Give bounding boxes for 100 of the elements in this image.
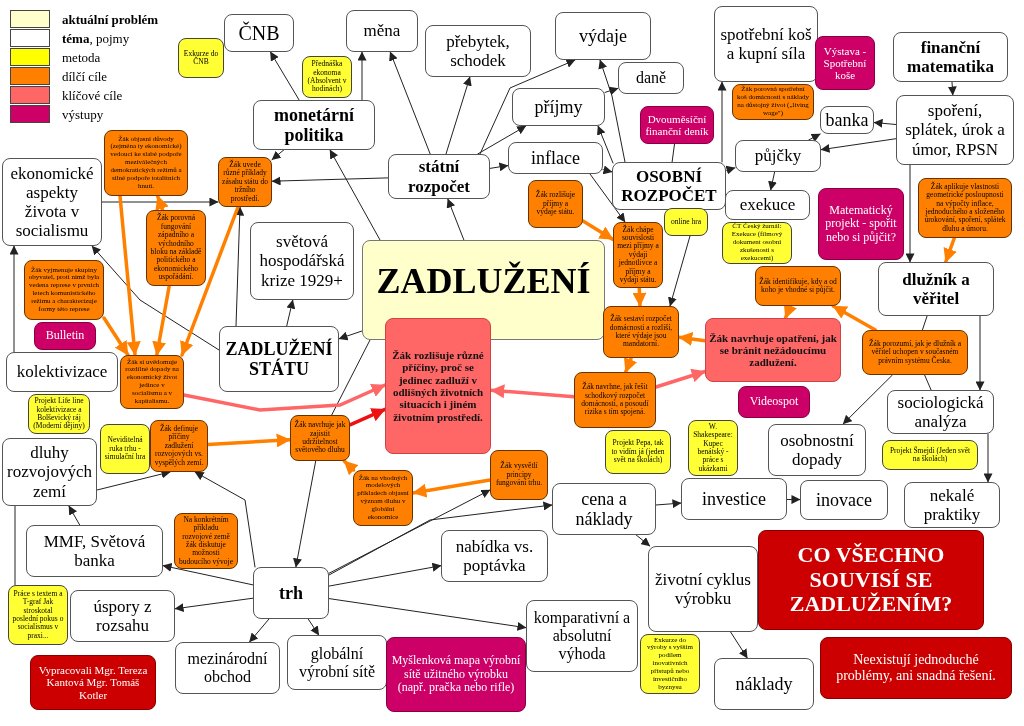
arrow bbox=[329, 149, 381, 241]
arrow bbox=[581, 219, 615, 242]
arrow bbox=[155, 194, 169, 212]
arrow bbox=[808, 133, 821, 142]
legend-label: aktuální problém bbox=[62, 12, 159, 26]
topic-box: půjčky bbox=[735, 140, 821, 172]
note-box: Neexistují jednoduché problémy, ani snadná řešení. bbox=[820, 637, 1012, 699]
arrow bbox=[328, 489, 491, 574]
topic-box: exekuce bbox=[725, 190, 810, 220]
arrow bbox=[632, 286, 647, 308]
arrow bbox=[598, 59, 626, 163]
arrow bbox=[725, 165, 736, 175]
arrow bbox=[102, 316, 130, 357]
arrow bbox=[589, 173, 626, 223]
output-box: Výstava - Spotřební koše bbox=[815, 36, 875, 90]
arrow bbox=[477, 125, 527, 155]
connector-line bbox=[924, 374, 932, 391]
arrow bbox=[668, 235, 691, 307]
topic-box: dluhy rozvojových zemí bbox=[2, 438, 97, 506]
arrow bbox=[602, 165, 613, 175]
arrow bbox=[730, 631, 748, 659]
topic-box: inflace bbox=[508, 142, 603, 174]
topic-box: MMF, Světová banka bbox=[26, 525, 163, 577]
arrow bbox=[905, 164, 915, 263]
topic-box: životní cyklus výrobku bbox=[648, 546, 758, 632]
topic-box: úspory z rozsahu bbox=[70, 590, 175, 642]
arrow bbox=[152, 284, 171, 357]
output-box: Myšlenková mapa výrobní sítě užitného výrobku (např. pračka nebo rifle) bbox=[386, 637, 526, 712]
connector-line bbox=[921, 315, 928, 331]
output-box: Dvouměsíční finanční deník bbox=[640, 106, 714, 144]
arrow bbox=[717, 81, 727, 163]
arrow bbox=[328, 598, 527, 631]
key-goal-box: Žák rozlišuje různé příčiny, proč se jedinec zadluží v odlišných životních situacích i jiném životním prostředí. bbox=[385, 318, 491, 454]
topic-box: nabídka vs. poptávka bbox=[441, 530, 548, 582]
arrow bbox=[655, 499, 682, 509]
arrow bbox=[338, 330, 363, 341]
topic-box: ZADLUŽENÍ STÁTU bbox=[219, 326, 339, 392]
topic-box: spotřební koš a kupní síla bbox=[714, 6, 818, 82]
arrow bbox=[943, 236, 957, 264]
topic-box: ČNB bbox=[224, 14, 294, 52]
arrow bbox=[101, 197, 219, 207]
arrow bbox=[489, 162, 509, 172]
topic-box: investice bbox=[681, 478, 787, 520]
arrow bbox=[446, 198, 465, 241]
arrow bbox=[479, 59, 576, 155]
topic-box: mezinárodní obchod bbox=[175, 642, 280, 694]
topic-box: cena a náklady bbox=[552, 483, 656, 535]
connector-line bbox=[671, 143, 675, 163]
topic-box: osobnostní dopady bbox=[768, 424, 866, 476]
arrow bbox=[983, 433, 993, 483]
arrow bbox=[357, 51, 367, 101]
arrow bbox=[180, 205, 240, 357]
topic-box: nekalé praktiky bbox=[904, 482, 1000, 528]
arrow bbox=[635, 534, 651, 547]
arrow bbox=[91, 245, 220, 351]
arrow bbox=[820, 138, 897, 153]
arrow bbox=[293, 460, 317, 568]
arrow bbox=[597, 125, 614, 164]
topic-box: sociologická analýza bbox=[887, 390, 994, 434]
legend-label: téma, pojmy bbox=[62, 31, 130, 45]
arrow bbox=[786, 495, 801, 505]
note-box: Vypracovali Mgr. Tereza Kantová Mgr. Tomáš Kotler bbox=[30, 655, 156, 710]
topic-box: spoření, splátek, úrok a úmor, RPSN bbox=[896, 95, 1014, 165]
arrow bbox=[68, 505, 81, 526]
arrow bbox=[604, 86, 619, 96]
topic-box: inovace bbox=[800, 480, 888, 520]
connector-line bbox=[14, 505, 16, 586]
arrow bbox=[118, 194, 141, 357]
topic-box: globální výrobní sítě bbox=[287, 635, 387, 690]
arrow bbox=[9, 245, 19, 353]
arrow bbox=[271, 176, 389, 186]
topic-box: ekonomické aspekty života v socialismu bbox=[2, 158, 102, 246]
arrow bbox=[654, 368, 707, 389]
central-topic-box: ZADLUŽENÍ bbox=[362, 240, 605, 340]
arrow bbox=[206, 433, 292, 448]
arrow bbox=[249, 618, 270, 643]
arrow bbox=[328, 562, 442, 587]
topic-box: náklady bbox=[714, 658, 814, 710]
topic-box: kolektivizace bbox=[6, 352, 118, 392]
topic-box: příjmy bbox=[512, 88, 605, 126]
topic-box: měna bbox=[346, 10, 418, 52]
topic-box: OSOBNÍ ROZPOČET bbox=[612, 162, 726, 210]
arrow bbox=[286, 299, 296, 327]
topic-box: finanční matematika bbox=[893, 32, 1008, 82]
arrow bbox=[842, 374, 893, 425]
key-goal-box: Žák navrhuje opatření, jak se bránit nežádoucímu zadlužení. bbox=[705, 318, 841, 382]
arrow bbox=[194, 471, 256, 568]
arrow bbox=[768, 171, 777, 191]
output-box: Bulletin bbox=[34, 322, 96, 350]
output-box: Matematický projekt - spořit nebo si půjčit? bbox=[818, 188, 904, 260]
legend-label: výstupy bbox=[62, 107, 104, 121]
topic-box: dlužník a věřitel bbox=[878, 262, 994, 316]
arrow bbox=[235, 206, 245, 327]
arrow bbox=[873, 118, 897, 128]
question-box: CO VŠECHNO SOUVISÍ SE ZADLUŽENÍM? bbox=[758, 530, 984, 630]
legend-label: metoda bbox=[62, 50, 101, 64]
arrow bbox=[389, 51, 431, 155]
arrow bbox=[623, 356, 637, 374]
arrow bbox=[174, 597, 254, 613]
topic-box: výdaje bbox=[555, 12, 651, 60]
